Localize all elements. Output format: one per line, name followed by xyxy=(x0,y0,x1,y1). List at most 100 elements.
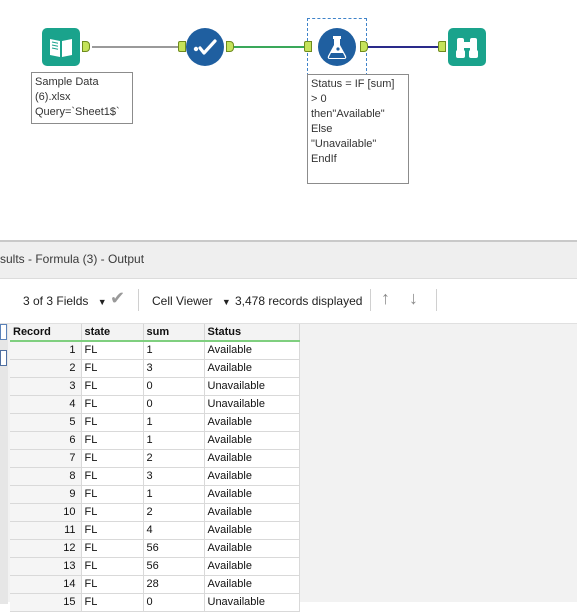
state-cell[interactable]: FL xyxy=(81,449,144,468)
status-cell[interactable]: Available xyxy=(204,503,300,522)
sum-cell[interactable]: 2 xyxy=(143,503,205,522)
connector-input-select[interactable] xyxy=(92,46,186,48)
state-cell[interactable]: FL xyxy=(81,539,144,558)
apply-checkmark-icon[interactable]: ✔ xyxy=(110,288,126,308)
column-header-state[interactable]: state xyxy=(81,324,144,342)
fields-dropdown[interactable]: 3 of 3 Fields ▼ xyxy=(23,293,107,309)
record-cell[interactable]: 6 xyxy=(10,431,82,450)
sum-cell[interactable]: 2 xyxy=(143,449,205,468)
sum-cell[interactable]: 1 xyxy=(143,413,205,432)
cell-viewer-dropdown[interactable]: Cell Viewer ▼ xyxy=(152,293,231,309)
status-cell[interactable]: Available xyxy=(204,449,300,468)
status-cell[interactable]: Available xyxy=(204,539,300,558)
sum-cell[interactable]: 0 xyxy=(143,395,205,414)
status-cell[interactable]: Unavailable xyxy=(204,593,300,612)
record-cell[interactable]: 7 xyxy=(10,449,82,468)
workflow-canvas[interactable]: Sample Data (6).xlsx Query=`Sheet1$` Sta… xyxy=(0,0,577,240)
record-cell[interactable]: 13 xyxy=(10,557,82,576)
sum-cell[interactable]: 3 xyxy=(143,359,205,378)
record-cell[interactable]: 4 xyxy=(10,395,82,414)
status-cell[interactable]: Available xyxy=(204,359,300,378)
state-cell[interactable]: FL xyxy=(81,395,144,414)
state-cell[interactable]: FL xyxy=(81,503,144,522)
column-header-record[interactable]: Record xyxy=(10,324,82,342)
chevron-right-icon[interactable] xyxy=(0,350,7,366)
status-cell[interactable]: Available xyxy=(204,521,300,540)
formula-output-anchor[interactable] xyxy=(360,41,368,52)
record-cell[interactable]: 15 xyxy=(10,593,82,612)
record-cell[interactable]: 8 xyxy=(10,467,82,486)
state-cell[interactable]: FL xyxy=(81,485,144,504)
sum-cell[interactable]: 1 xyxy=(143,485,205,504)
sum-cell[interactable]: 56 xyxy=(143,557,205,576)
sum-cell[interactable]: 1 xyxy=(143,431,205,450)
sum-cell[interactable]: 0 xyxy=(143,593,205,612)
arrow-down-icon[interactable]: ↓ xyxy=(409,288,418,308)
status-cell[interactable]: Available xyxy=(204,341,300,360)
input-data-tool[interactable] xyxy=(42,28,80,66)
formula-tool[interactable] xyxy=(318,28,356,66)
status-cell[interactable]: Available xyxy=(204,557,300,576)
column-header-sum[interactable]: sum xyxy=(143,324,205,342)
state-cell[interactable]: FL xyxy=(81,575,144,594)
column-header-status[interactable]: Status xyxy=(204,324,300,342)
state-cell[interactable]: FL xyxy=(81,341,144,360)
arrow-up-icon[interactable]: ↑ xyxy=(381,288,390,308)
state-cell[interactable]: FL xyxy=(81,359,144,378)
sum-cell[interactable]: 56 xyxy=(143,539,205,558)
select-output-anchor[interactable] xyxy=(226,41,234,52)
sum-cell[interactable]: 0 xyxy=(143,377,205,396)
status-cell[interactable]: Available xyxy=(204,413,300,432)
record-cell[interactable]: 9 xyxy=(10,485,82,504)
connector-select-formula[interactable] xyxy=(234,46,312,48)
record-cell[interactable]: 5 xyxy=(10,413,82,432)
input-output-anchor[interactable] xyxy=(82,41,90,52)
sum-cell[interactable]: 4 xyxy=(143,521,205,540)
status-cell[interactable]: Available xyxy=(204,485,300,504)
status-cell[interactable]: Available xyxy=(204,575,300,594)
record-cell[interactable]: 10 xyxy=(10,503,82,522)
status-cell[interactable]: Available xyxy=(204,431,300,450)
status-cell[interactable]: Unavailable xyxy=(204,377,300,396)
record-cell[interactable]: 2 xyxy=(10,359,82,378)
formula-input-anchor[interactable] xyxy=(304,41,312,52)
sum-cell[interactable]: 3 xyxy=(143,467,205,486)
sum-cell[interactable]: 28 xyxy=(143,575,205,594)
state-cell[interactable]: FL xyxy=(81,593,144,612)
state-cell[interactable]: FL xyxy=(81,467,144,486)
status-cell[interactable]: Unavailable xyxy=(204,395,300,414)
record-cell[interactable]: 3 xyxy=(10,377,82,396)
status-cell[interactable]: Available xyxy=(204,467,300,486)
record-cell[interactable]: 14 xyxy=(10,575,82,594)
state-cell[interactable]: FL xyxy=(81,431,144,450)
state-cell[interactable]: FL xyxy=(81,377,144,396)
state-cell[interactable]: FL xyxy=(81,413,144,432)
record-cell[interactable]: 12 xyxy=(10,539,82,558)
select-tool[interactable] xyxy=(186,28,224,66)
state-cell[interactable]: FL xyxy=(81,521,144,540)
record-cell[interactable]: 1 xyxy=(10,341,82,360)
record-cell[interactable]: 11 xyxy=(10,521,82,540)
state-cell[interactable]: FL xyxy=(81,557,144,576)
browse-input-anchor[interactable] xyxy=(438,41,446,52)
connector-formula-browse[interactable] xyxy=(368,46,444,48)
grid-view-icon[interactable] xyxy=(0,324,7,340)
sum-cell[interactable]: 1 xyxy=(143,341,205,360)
select-input-anchor[interactable] xyxy=(178,41,186,52)
browse-tool[interactable] xyxy=(448,28,486,66)
